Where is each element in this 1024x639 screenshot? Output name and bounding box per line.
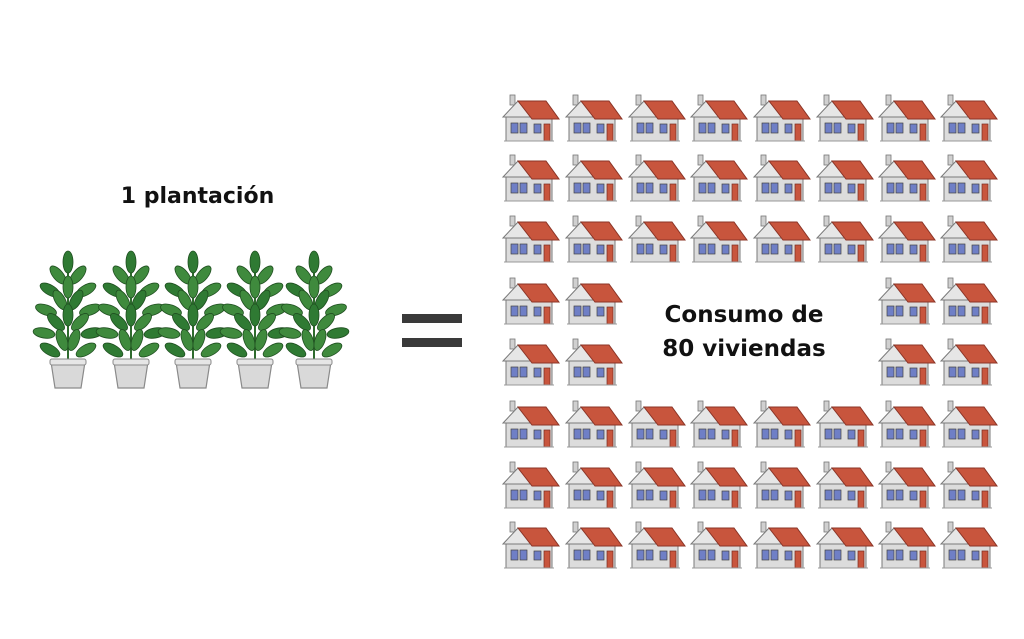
equals-sign-bottom-bar	[402, 338, 462, 347]
house-icon	[939, 154, 998, 202]
house-icon	[564, 400, 623, 448]
house-icon	[877, 215, 936, 263]
house-icon	[877, 154, 936, 202]
house-icon	[939, 277, 998, 325]
house-icon	[752, 94, 811, 142]
house-icon	[939, 338, 998, 386]
potted-plant-icon	[95, 250, 167, 389]
house-icon	[501, 461, 560, 509]
plantation-label: 1 plantación	[120, 184, 275, 209]
potted-plant-icon	[157, 250, 229, 389]
house-icon	[564, 338, 623, 386]
house-icon	[501, 94, 560, 142]
house-icon	[501, 215, 560, 263]
house-icon	[752, 461, 811, 509]
house-icon	[877, 400, 936, 448]
house-icon	[501, 521, 560, 569]
house-icon	[627, 94, 686, 142]
potted-plant-icon	[219, 250, 291, 389]
house-icon	[877, 338, 936, 386]
house-icon	[752, 521, 811, 569]
house-icon	[689, 154, 748, 202]
house-icon	[627, 154, 686, 202]
house-icon	[564, 215, 623, 263]
house-icon	[564, 521, 623, 569]
house-icon	[939, 521, 998, 569]
house-icon	[877, 521, 936, 569]
house-icon	[752, 154, 811, 202]
house-icon	[939, 215, 998, 263]
equals-sign-top-bar	[402, 314, 462, 323]
potted-plant-icon	[32, 250, 104, 389]
house-icon	[564, 277, 623, 325]
house-icon	[815, 154, 874, 202]
house-icon	[689, 521, 748, 569]
house-icon	[627, 461, 686, 509]
house-icon	[815, 461, 874, 509]
house-icon	[752, 215, 811, 263]
house-icon	[501, 400, 560, 448]
caption-line-2: 80 viviendas	[662, 336, 826, 362]
house-icon	[564, 461, 623, 509]
house-icon	[877, 94, 936, 142]
house-icon	[564, 94, 623, 142]
house-icon	[689, 400, 748, 448]
house-icon	[501, 154, 560, 202]
house-icon	[939, 94, 998, 142]
house-icon	[815, 521, 874, 569]
house-icon	[752, 400, 811, 448]
house-icon	[627, 400, 686, 448]
house-icon	[689, 215, 748, 263]
house-icon	[564, 154, 623, 202]
house-icon	[815, 94, 874, 142]
house-icon	[627, 215, 686, 263]
house-icon	[689, 94, 748, 142]
house-icon	[877, 461, 936, 509]
caption-line-1: Consumo de	[664, 302, 824, 328]
house-icon	[815, 400, 874, 448]
house-icon	[877, 277, 936, 325]
consumption-caption: Consumo de 80 viviendas	[620, 298, 868, 366]
house-icon	[689, 461, 748, 509]
house-icon	[501, 338, 560, 386]
house-icon	[501, 277, 560, 325]
house-icon	[939, 400, 998, 448]
potted-plant-icon	[278, 250, 350, 389]
house-icon	[815, 215, 874, 263]
house-icon	[627, 521, 686, 569]
house-icon	[939, 461, 998, 509]
